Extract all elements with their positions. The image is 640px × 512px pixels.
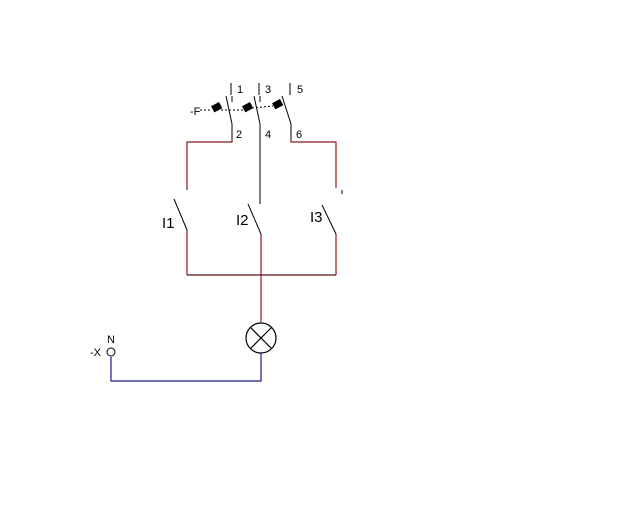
neutral-wire bbox=[110, 353, 262, 382]
lamp bbox=[245, 322, 277, 354]
wire-pole3-to-I3 bbox=[290, 140, 337, 188]
wire-pole1-to-I1 bbox=[186, 140, 233, 188]
switch-label: I2 bbox=[236, 212, 249, 229]
terminal-number: 2 bbox=[236, 129, 242, 141]
breaker-trip-block bbox=[242, 102, 254, 113]
switch-label: I3 bbox=[310, 209, 323, 226]
terminal-number: 5 bbox=[297, 84, 303, 96]
terminal-number: 4 bbox=[265, 129, 271, 141]
switch-contact bbox=[173, 198, 188, 231]
terminal-number: 1 bbox=[237, 84, 243, 96]
phase-wiring bbox=[186, 140, 337, 322]
circuit-breaker: -F 1 3 5 2 bbox=[190, 83, 303, 200]
breaker-pole-2 bbox=[221, 83, 261, 200]
switch-I2: I2 bbox=[236, 200, 262, 235]
terminal-circle bbox=[106, 347, 116, 357]
switch-I3: I3 bbox=[310, 190, 343, 235]
neutral-terminal: -X N bbox=[90, 334, 116, 359]
breaker-tag: -F bbox=[190, 106, 201, 118]
breaker-trip-block bbox=[211, 102, 223, 113]
breaker-trip-block bbox=[272, 99, 284, 110]
terminal-tag: -X bbox=[90, 347, 102, 359]
switch-label: I1 bbox=[162, 215, 175, 232]
terminal-number: 6 bbox=[296, 129, 302, 141]
terminal-number: 3 bbox=[265, 84, 271, 96]
breaker-pole-1 bbox=[200, 83, 233, 140]
switch-I1: I1 bbox=[162, 188, 188, 232]
terminal-name: N bbox=[107, 334, 115, 346]
breaker-pole-3 bbox=[251, 83, 292, 140]
switch-contact bbox=[321, 204, 337, 235]
lamp-cross bbox=[250, 327, 272, 349]
switch-contact bbox=[247, 203, 262, 235]
